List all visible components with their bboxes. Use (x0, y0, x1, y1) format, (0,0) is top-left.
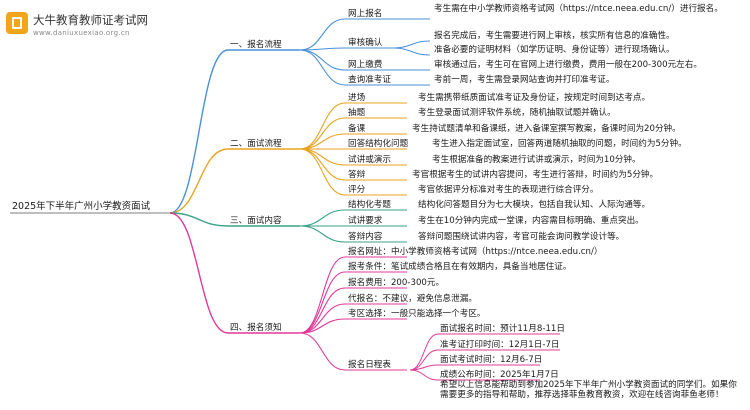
branch-interview-content: 三、面试内容 (230, 216, 282, 226)
item-connector (299, 256, 346, 334)
schedule-connector (409, 333, 439, 371)
item-connector (299, 332, 346, 371)
item-connector (299, 117, 346, 150)
note-draw-question: 考生登录面试测评软件系统，随机抽取试题并确认。 (418, 108, 616, 118)
node-exam-area: 考区选择：一般只能选择一个考区。 (348, 309, 486, 319)
node-defense: 答辩 (348, 170, 366, 180)
note-connector (392, 47, 431, 56)
node-entry: 进场 (348, 93, 366, 103)
node-lecture-requirements: 试讲要求 (348, 216, 383, 226)
closing-note: 希望以上信息能帮助到参加2025年下半年广州小学教资面试的同学们。如果你需要更多… (440, 380, 737, 401)
node-payment: 网上缴费 (348, 60, 383, 70)
node-proxy-signup: 代报名：不建议，避免信息泄漏。 (348, 294, 477, 304)
item-connector (299, 133, 346, 150)
note-admission-ticket: 考前一周，考生需登录网站查询并打印准考证。 (434, 75, 615, 85)
logo-name: 大牛教育教师证考试网 (33, 13, 148, 27)
branch-connector (169, 49, 229, 214)
note-structured-questions: 考生进入指定面试室，回答两道随机抽取的问题，时间约为5分钟。 (432, 139, 687, 149)
site-logo[interactable]: 大牛教育教师证考试网 www.daniuxuexiao.org.cn (6, 10, 194, 42)
root-topic: 2025年下半年广州小学教资面试 (12, 201, 151, 212)
note-review-2: 准备必要的证明材料（如学历证明、身份证等）进行现场确认。 (434, 45, 675, 55)
node-schedule: 报名日程表 (348, 360, 391, 370)
node-online-signup: 网上报名 (348, 9, 383, 19)
node-review: 审核确认 (348, 38, 383, 48)
node-signup-url: 报名网址：中小学教师资格考试网（https://ntce.neea.edu.cn… (348, 247, 603, 257)
branch-connector (169, 212, 229, 227)
schedule-ticket-print: 准考证打印时间：12月1日-7日 (440, 340, 560, 350)
item-connector (299, 225, 346, 243)
note-trial-lecture: 考生根据准备的教案进行试讲或演示，时间为10分钟。 (432, 155, 641, 165)
item-connector (299, 18, 346, 51)
branch-signup-process: 一、报名流程 (230, 40, 282, 50)
node-prep: 备课 (348, 124, 366, 134)
note-structured-topics: 结构化问答题目分为七大模块，包括自我认知、人际沟通等。 (418, 200, 651, 210)
node-eligibility: 报考条件：笔试成绩合格且在有效期内，具备当地居住证。 (348, 262, 572, 272)
note-lecture-requirements: 考生在10分钟内完成一堂课，内容需目标明确、重点突出。 (418, 216, 644, 226)
item-connector (299, 318, 346, 334)
item-connector (299, 303, 346, 334)
note-online-signup: 考生需在中小学教师资格考试网（https://ntce.neea.edu.cn/… (434, 4, 723, 14)
note-defense-content: 答辩问题围绕试讲内容，考官可能会询问教学设计等。 (418, 232, 625, 242)
schedule-signup-time: 面试报名时间：预计11月8-11日 (440, 324, 565, 334)
node-fee: 报名费用：200-300元。 (348, 278, 445, 288)
note-connector (392, 40, 431, 49)
branch-signup-notes: 四、报名须知 (230, 323, 282, 333)
node-admission-ticket: 查询准考证 (348, 75, 391, 85)
branch-interview-process: 二、面试流程 (230, 139, 282, 149)
logo-url: www.daniuxuexiao.org.cn (33, 29, 130, 37)
note-scoring: 考官依据评分标准对考生的表现进行综合评分。 (418, 185, 599, 195)
item-connector (299, 148, 346, 166)
node-scoring: 评分 (348, 185, 366, 195)
branch-connector (169, 212, 229, 334)
node-trial-lecture: 试讲或演示 (348, 155, 391, 165)
note-payment: 审核通过后，考生可在官网上进行缴费，费用一般在200-300元左右。 (434, 60, 702, 70)
book-icon (6, 12, 28, 34)
branch-connector (169, 148, 229, 214)
note-review-1: 报名完成后，考生需要进行网上审核，核实所有信息的准确性。 (434, 31, 675, 41)
node-structured-topics: 结构化考题 (348, 200, 391, 210)
node-structured-questions: 回答结构化问题 (348, 139, 409, 149)
item-connector (299, 209, 346, 227)
node-draw-question: 抽题 (348, 108, 366, 118)
item-connector (299, 49, 346, 86)
note-defense: 考官根据考生的试讲内容提问，考生进行答辩，时间约为5分钟。 (412, 170, 659, 180)
schedule-connector (409, 369, 439, 381)
schedule-exam-time: 面试考试时间：12月6-7日 (440, 355, 543, 365)
note-prep: 考生持试题清单和备课纸，进入备课室撰写教案，备课时间为20分钟。 (412, 124, 681, 134)
schedule-result-time: 成绩公布时间：2025年1月7日 (440, 370, 559, 380)
node-defense-content: 答辩内容 (348, 232, 383, 242)
item-connector (299, 271, 346, 334)
note-entry: 考生需携带纸质面试准考证及身份证，按规定时间到达考点。 (418, 93, 651, 103)
item-connector (299, 148, 346, 196)
